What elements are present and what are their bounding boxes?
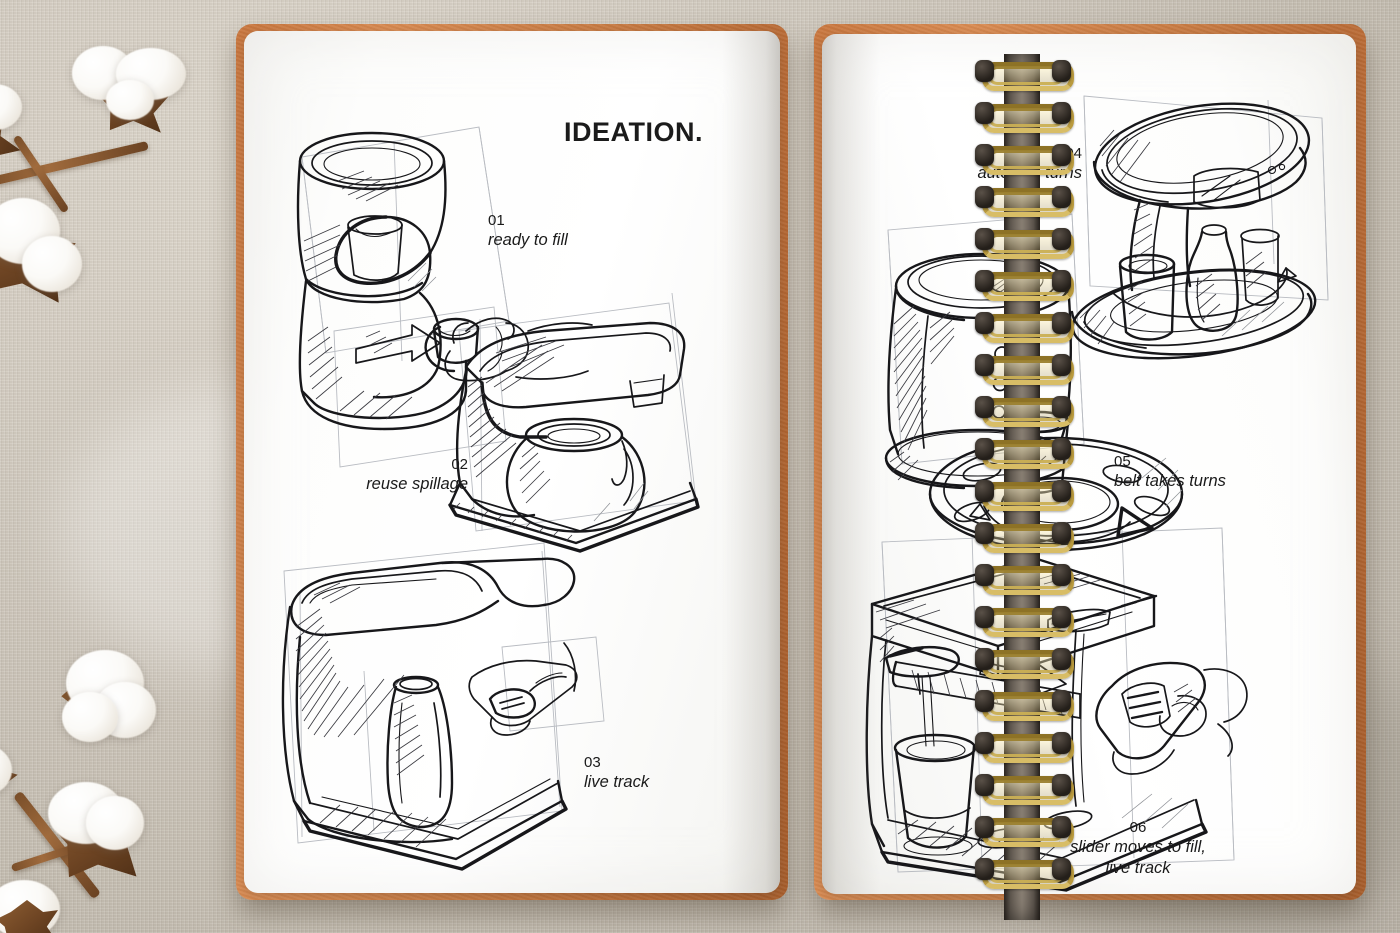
cotton-boll [106, 80, 154, 120]
cotton-boll [62, 692, 118, 742]
binding-coil [975, 102, 1074, 133]
binding-coil [975, 354, 1074, 385]
right-page: 04 autotime turns [822, 34, 1356, 894]
left-page-gutter-shadow [722, 31, 780, 893]
left-page-sheet: IDEATION. [244, 31, 780, 893]
note-06-number: 06 [1129, 819, 1147, 836]
binding-coil [975, 144, 1074, 175]
binding-coil [975, 774, 1074, 805]
binding-coil [975, 732, 1074, 763]
binding-coil [975, 606, 1074, 637]
note-05-number: 05 [1114, 453, 1131, 470]
sketchbook: IDEATION. [236, 24, 1366, 920]
note-06: 06 slider moves to fill, live track [1028, 818, 1248, 879]
binding-coil [975, 564, 1074, 595]
note-01-caption: ready to fill [488, 231, 568, 250]
binding-coil [975, 480, 1074, 511]
note-05: 05 belt takes turns [1114, 452, 1226, 492]
binding-coil [975, 858, 1074, 889]
right-page-gutter-shadow [822, 34, 880, 894]
cotton-branch-top-left [0, 20, 260, 350]
cotton-boll [86, 796, 144, 850]
sketch-06-slider-dispenser [865, 556, 1248, 892]
note-02-number: 02 [451, 456, 468, 473]
binding-coil [975, 186, 1074, 217]
binding-coil [975, 438, 1074, 469]
sketch-03-bottle-dispenser [281, 557, 578, 871]
page-title: IDEATION. [564, 117, 703, 147]
note-01: 01 ready to fill [488, 211, 568, 251]
left-page: IDEATION. [244, 31, 780, 893]
note-03: 03 live track [584, 753, 649, 793]
cotton-branch-bottom-left [0, 596, 270, 933]
note-05-caption: belt takes turns [1114, 472, 1226, 491]
cotton-boll [22, 236, 82, 292]
binding-coil [975, 60, 1074, 91]
cotton-boll [0, 744, 12, 796]
binding-coil [975, 690, 1074, 721]
binding-coil [975, 312, 1074, 343]
sketch-01-dispenser-hand [296, 131, 593, 431]
note-03-number: 03 [584, 754, 601, 771]
binding-coil [975, 228, 1074, 259]
binding-coil [975, 648, 1074, 679]
sketch-02-pot-dispenser [448, 321, 700, 553]
note-06-caption: slider moves to fill, live track [1070, 838, 1206, 878]
binding-coil [975, 816, 1074, 847]
cotton-boll [0, 84, 22, 130]
note-02-caption: reuse spillage [366, 475, 468, 494]
note-03-caption: live track [584, 773, 650, 792]
binding-coil [975, 396, 1074, 427]
right-page-sheet: 04 autotime turns [822, 34, 1356, 894]
binding-coil [975, 270, 1074, 301]
note-01-number: 01 [488, 212, 505, 229]
binding-coil [975, 522, 1074, 553]
sketch-04-pedestal-dispenser [1070, 102, 1317, 360]
note-02: 02 reuse spillage [304, 455, 468, 495]
